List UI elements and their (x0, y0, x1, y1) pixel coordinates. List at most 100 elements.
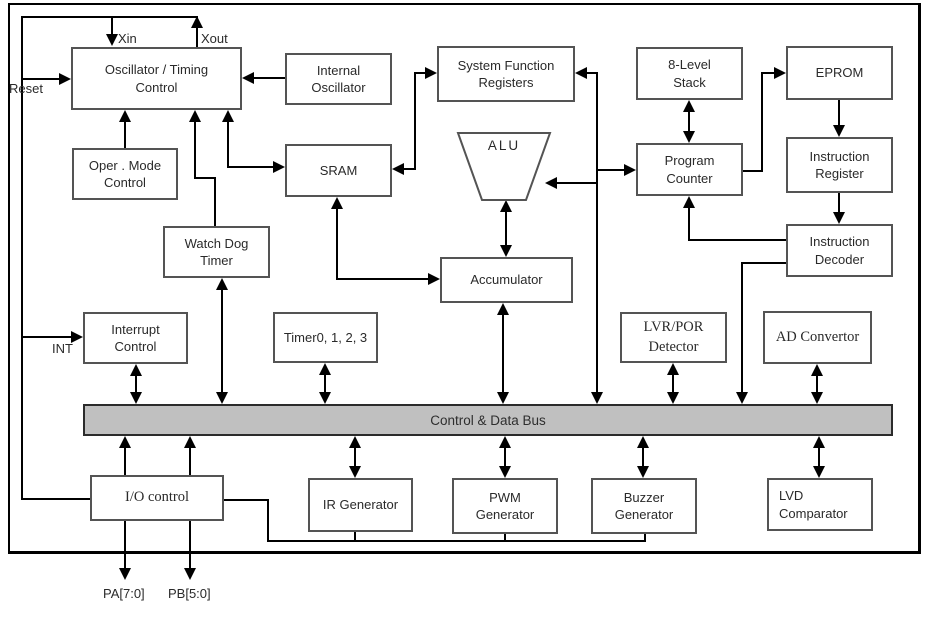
connector (21, 336, 71, 338)
block-io-control: I/O control (90, 475, 224, 521)
arrowhead (811, 392, 823, 404)
arrowhead (813, 466, 825, 478)
block-timers: Timer0, 1, 2, 3 (273, 312, 378, 363)
alu-trapezoid (456, 132, 552, 201)
connector (414, 72, 425, 74)
block-ir-generator: IR Generator (308, 478, 413, 532)
block-system-function-registers: System Function Registers (437, 46, 575, 102)
connector (135, 375, 137, 393)
connector (742, 170, 763, 172)
block-oscillator-timing-control: Oscillator / Timing Control (71, 47, 242, 110)
arrowhead (189, 110, 201, 122)
connector (124, 521, 126, 568)
arrowhead (500, 245, 512, 257)
connector (838, 193, 840, 213)
connector (324, 374, 326, 393)
connector (761, 72, 774, 74)
connector (267, 540, 646, 542)
connector (354, 531, 356, 541)
connector (194, 177, 216, 179)
arrowhead (497, 303, 509, 315)
arrowhead (591, 392, 603, 404)
connector (505, 211, 507, 246)
block-alu-label: ALU (487, 138, 521, 153)
arrowhead (59, 73, 71, 85)
arrowhead (392, 163, 404, 175)
pin-label-xin: Xin (118, 31, 137, 46)
connector (816, 375, 818, 393)
arrowhead (119, 436, 131, 448)
arrowhead (319, 363, 331, 375)
pin-label-reset: Reset (9, 81, 43, 96)
connector (688, 208, 690, 241)
connector (642, 447, 644, 467)
arrowhead (667, 392, 679, 404)
arrowhead (425, 67, 437, 79)
connector (688, 239, 786, 241)
block-pwm-generator: PWM Generator (452, 478, 558, 534)
arrowhead (499, 436, 511, 448)
block-instruction-register: Instruction Register (786, 137, 893, 193)
arrowhead (106, 34, 118, 46)
connector (21, 16, 23, 500)
connector (761, 72, 763, 172)
arrowhead (811, 364, 823, 376)
arrowhead (331, 197, 343, 209)
arrowhead (184, 568, 196, 580)
arrowhead (624, 164, 636, 176)
connector (221, 289, 223, 393)
arrowhead (216, 392, 228, 404)
block-eprom: EPROM (786, 46, 893, 100)
connector (596, 72, 598, 394)
arrowhead (500, 200, 512, 212)
arrowhead (130, 392, 142, 404)
arrowhead (71, 331, 83, 343)
block-alu-shape (455, 131, 553, 203)
block-oper-mode-control: Oper . Mode Control (72, 148, 178, 200)
block-sram: SRAM (285, 144, 392, 197)
arrowhead (683, 100, 695, 112)
connector (644, 533, 646, 541)
connector (741, 262, 786, 264)
connector (504, 447, 506, 467)
arrowhead (683, 131, 695, 143)
connector (21, 16, 198, 18)
arrowhead (833, 212, 845, 224)
connector (227, 122, 229, 168)
arrowhead (637, 436, 649, 448)
connector (267, 499, 269, 542)
block-internal-oscillator: Internal Oscillator (285, 53, 392, 105)
connector (557, 182, 597, 184)
control-data-bus: Control & Data Bus (83, 404, 893, 436)
block-program-counter: Program Counter (636, 143, 743, 196)
arrowhead (119, 110, 131, 122)
arrowhead (349, 436, 361, 448)
block-8-level-stack: 8-Level Stack (636, 47, 743, 100)
arrowhead (497, 392, 509, 404)
block-accumulator: Accumulator (440, 257, 573, 303)
pin-label-pa: PA[7:0] (103, 586, 145, 601)
connector (587, 72, 597, 74)
connector (254, 77, 285, 79)
block-interrupt-control: Interrupt Control (83, 312, 188, 364)
block-lvd-comparator: LVD Comparator (767, 478, 873, 531)
connector (504, 533, 506, 541)
arrowhead (222, 110, 234, 122)
connector (21, 498, 90, 500)
connector (227, 166, 273, 168)
arrowhead (813, 436, 825, 448)
connector (404, 168, 416, 170)
connector (111, 16, 113, 37)
connector (21, 78, 59, 80)
connector (214, 177, 216, 226)
connector (414, 72, 416, 170)
block-lvr-por-detector: LVR/POR Detector (620, 312, 727, 363)
arrowhead (667, 363, 679, 375)
connector (354, 447, 356, 467)
arrowhead (545, 177, 557, 189)
block-instruction-decoder: Instruction Decoder (786, 224, 893, 277)
connector (502, 314, 504, 393)
arrowhead (242, 72, 254, 84)
arrowhead (683, 196, 695, 208)
connector (596, 169, 624, 171)
